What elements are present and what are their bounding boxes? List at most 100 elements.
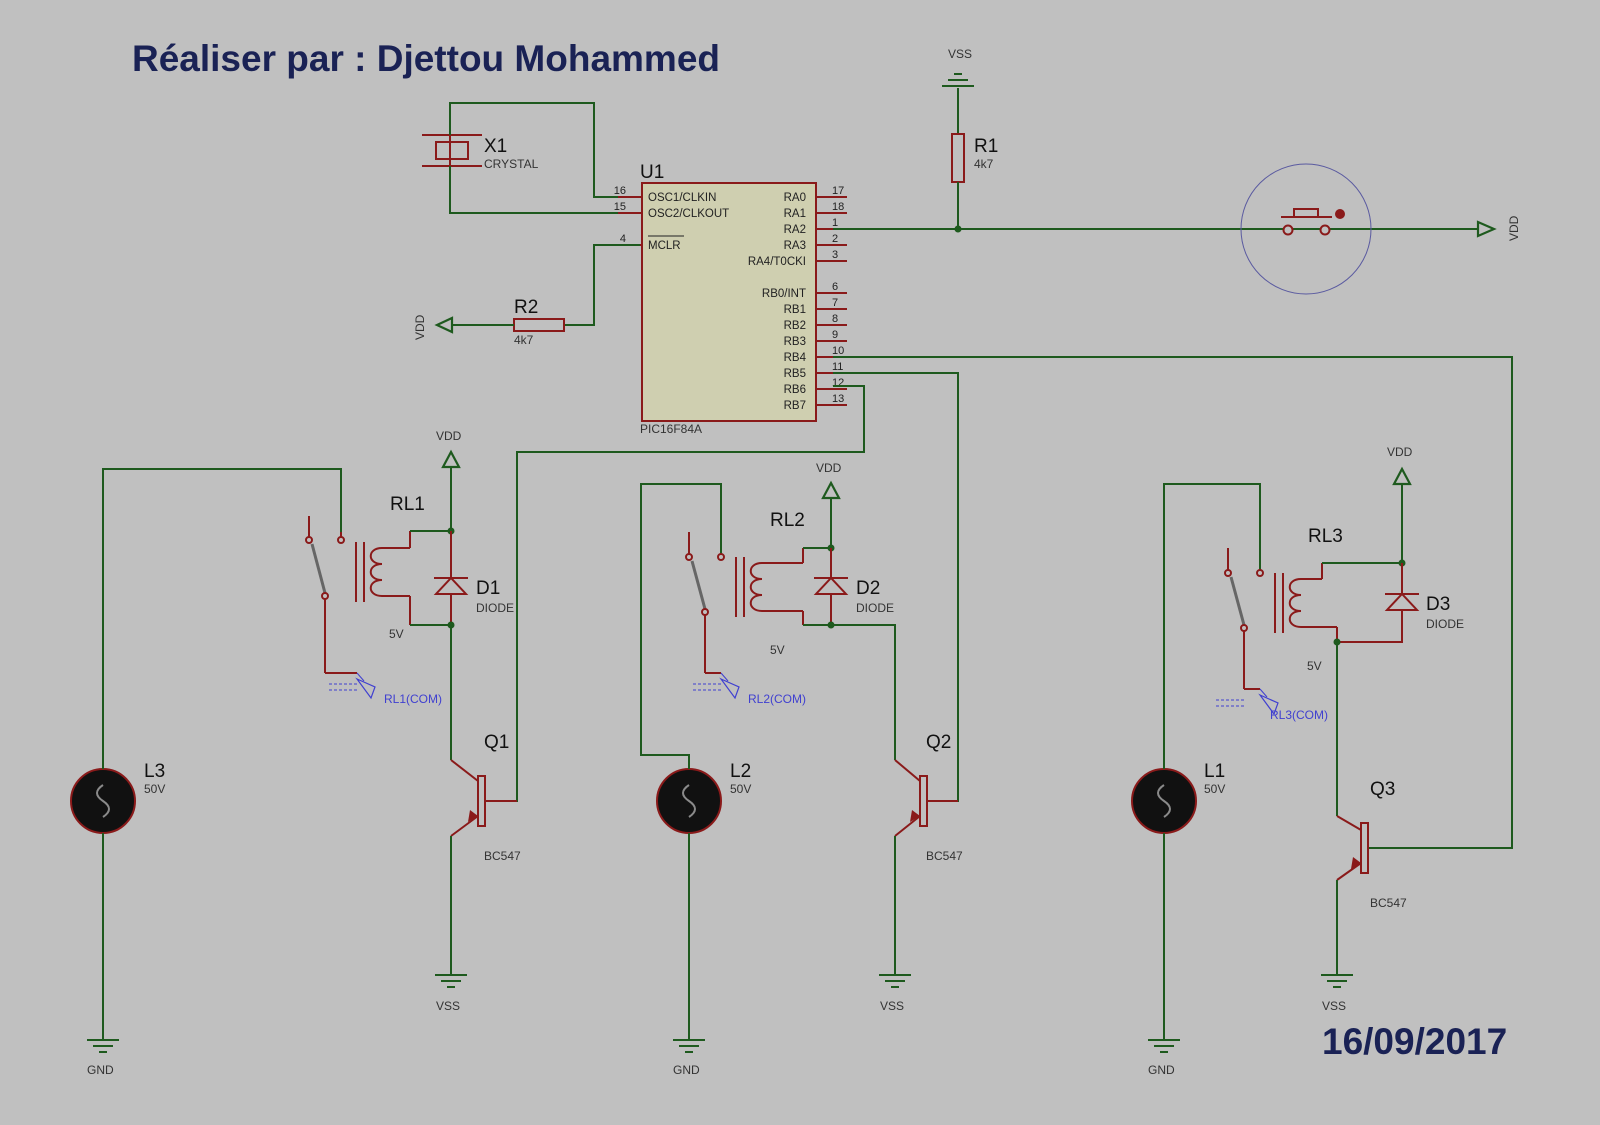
lamp-l2-ref: L2 — [730, 761, 751, 782]
u1-pin-number: 6 — [832, 281, 838, 293]
u1-right-pins: 17RA018RA11RA22RA33RA4/T0CKI6RB0/INT7RB1… — [748, 185, 847, 412]
lamp-l3-ref: L3 — [144, 761, 165, 782]
transistor-q1-ref: Q1 — [484, 732, 509, 753]
diode-d2-ref: D2 — [856, 578, 880, 599]
diode-d2-value: DIODE — [856, 601, 894, 615]
page-title: Réaliser par : Djettou Mohammed — [132, 38, 721, 79]
rl3-com-label: RL3(COM) — [1270, 708, 1328, 722]
u1-part: PIC16F84A — [640, 422, 702, 436]
x1-value: CRYSTAL — [484, 157, 539, 171]
vdd-label-r2: VDD — [413, 314, 427, 340]
lamp-l1-ref: L1 — [1204, 761, 1225, 782]
relay-rl1-ref: RL1 — [390, 494, 425, 515]
lamp-l3-value: 50V — [144, 782, 165, 796]
u1-pin-number: 16 — [614, 185, 626, 197]
u1-ref: U1 — [640, 162, 664, 183]
vss-label-3: VSS — [1322, 999, 1346, 1013]
u1-pin-name: MCLR — [648, 240, 681, 252]
transistor-q2-ref: Q2 — [926, 732, 951, 753]
gnd-label-1: GND — [87, 1063, 114, 1077]
vdd-label-3: VDD — [1387, 445, 1413, 459]
net-rb4-q3 — [833, 356, 1513, 849]
u1-pin-number: 1 — [832, 217, 838, 229]
r1-value: 4k7 — [974, 157, 994, 171]
u1-pin-name: RA1 — [784, 208, 806, 220]
channel-3: L1 50V GND RL3 5V RL3(COM) VDD — [1131, 445, 1464, 1077]
gnd-label-3: GND — [1148, 1063, 1175, 1077]
vss-label-top: VSS — [948, 47, 972, 61]
u1-pin-number: 12 — [832, 377, 844, 389]
u1-pin-name: RB1 — [784, 304, 806, 316]
u1-pin-name: RB7 — [784, 400, 806, 412]
u1-pin-name: RB2 — [784, 320, 806, 332]
transistor-q1-value: BC547 — [484, 849, 521, 863]
r2-ref: R2 — [514, 297, 538, 318]
ra2-button-net: VSS R1 4k7 VDD — [833, 47, 1521, 295]
u1-pin-number: 4 — [620, 233, 626, 245]
vss-label-2: VSS — [880, 999, 904, 1013]
u1-pin-number: 3 — [832, 249, 838, 261]
u1-pin-number: 7 — [832, 297, 838, 309]
u1-pin-name: RB0/INT — [762, 288, 806, 300]
u1-pin-name: RA3 — [784, 240, 806, 252]
mcu-u1: U1 PIC16F84A 16OSC1/CLKIN15OSC2/CLKOUT4M… — [614, 162, 847, 436]
net-rb6-q1 — [484, 385, 865, 802]
u1-pin-number: 2 — [832, 233, 838, 245]
u1-pin-number: 8 — [832, 313, 838, 325]
diode-d3-value: DIODE — [1426, 617, 1464, 631]
transistor-q3-value: BC547 — [1370, 896, 1407, 910]
relay-rl2-value: 5V — [770, 643, 785, 657]
lamp-l1-value: 50V — [1204, 782, 1225, 796]
u1-pin-name: OSC2/CLKOUT — [648, 208, 729, 220]
u1-pin-name: RA4/T0CKI — [748, 256, 806, 268]
transistor-q2-value: BC547 — [926, 849, 963, 863]
vdd-label-2: VDD — [816, 461, 842, 475]
u1-pin-name: RB5 — [784, 368, 806, 380]
u1-pin-number: 9 — [832, 329, 838, 341]
diode-d1-value: DIODE — [476, 601, 514, 615]
mclr-pullup-r2: R2 4k7 VDD — [413, 244, 640, 347]
r1-ref: R1 — [974, 136, 998, 157]
u1-pin-number: 10 — [832, 345, 844, 357]
u1-pin-number: 11 — [832, 361, 843, 373]
u1-pin-number: 18 — [832, 201, 844, 213]
relay-rl2-ref: RL2 — [770, 510, 805, 531]
vdd-label-1: VDD — [436, 429, 462, 443]
date-stamp: 16/09/2017 — [1322, 1021, 1508, 1062]
rl1-com-label: RL1(COM) — [384, 692, 442, 706]
gnd-label-2: GND — [673, 1063, 700, 1077]
vdd-label-button: VDD — [1507, 215, 1521, 241]
relay-rl1-value: 5V — [389, 627, 404, 641]
channel-1: L3 50V GND RL1 5V RL1(COM) VDD — [70, 429, 521, 1077]
relay-rl3-ref: RL3 — [1308, 526, 1343, 547]
u1-pin-name: OSC1/CLKIN — [648, 192, 716, 204]
rl2-com-label: RL2(COM) — [748, 692, 806, 706]
u1-pin-name: RA2 — [784, 224, 806, 236]
lamp-l2-value: 50V — [730, 782, 751, 796]
channel-2: L2 50V GND RL2 5V RL2(COM) VDD — [640, 461, 963, 1077]
u1-pin-number: 13 — [832, 393, 844, 405]
crystal-x1: X1 CRYSTAL — [422, 102, 640, 214]
u1-pin-name: RB4 — [784, 352, 807, 364]
r2-value: 4k7 — [514, 333, 534, 347]
diode-d1-ref: D1 — [476, 578, 500, 599]
transistor-q3-ref: Q3 — [1370, 779, 1395, 800]
x1-ref: X1 — [484, 136, 507, 157]
diode-d3-ref: D3 — [1426, 594, 1450, 615]
vss-label-1: VSS — [436, 999, 460, 1013]
u1-pin-name: RB3 — [784, 336, 806, 348]
